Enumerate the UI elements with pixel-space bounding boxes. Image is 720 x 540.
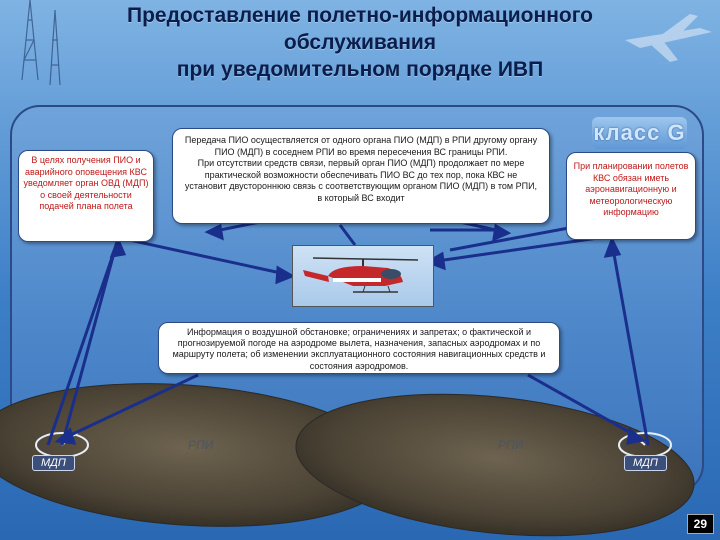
helicopter-image [292, 245, 434, 307]
title-line-3: при уведомительном порядке ИВП [176, 58, 544, 81]
mdp-label-right: МДП [624, 455, 667, 471]
top-info-paragraph-2: При отсутствии средств связи, первый орг… [184, 158, 538, 203]
flow-arrows [46, 216, 650, 446]
left-info-box: В целях получения ПИО и аварийного опове… [18, 150, 154, 242]
page-title: Предоставление полетно-информационного о… [0, 0, 720, 83]
rpi-label-left: РПИ [188, 438, 214, 452]
top-info-paragraph-1: Передача ПИО осуществляется от одного ор… [184, 135, 538, 157]
mdp-label-left: МДП [32, 455, 75, 471]
rpi-label-right: РПИ [498, 438, 524, 452]
top-info-box: Передача ПИО осуществляется от одного ор… [172, 128, 550, 224]
right-zone [295, 393, 695, 537]
title-line-2: обслуживания [283, 31, 437, 54]
class-g-badge: класс G [592, 117, 687, 149]
title-line-1: Предоставление полетно-информационного [127, 4, 593, 27]
right-info-text: При планировании полетов КВС обязан имет… [573, 161, 689, 217]
center-info-text: Информация о воздушной обстановке; огран… [172, 327, 546, 371]
aircraft-icon [625, 14, 712, 62]
page-number: 29 [686, 514, 714, 534]
right-info-box: При планировании полетов КВС обязан имет… [566, 152, 696, 240]
helicopter-icon [303, 257, 419, 293]
center-info-box: Информация о воздушной обстановке; огран… [158, 322, 560, 374]
radio-tower-icon [21, 0, 61, 86]
left-info-text: В целях получения ПИО и аварийного опове… [23, 155, 149, 211]
